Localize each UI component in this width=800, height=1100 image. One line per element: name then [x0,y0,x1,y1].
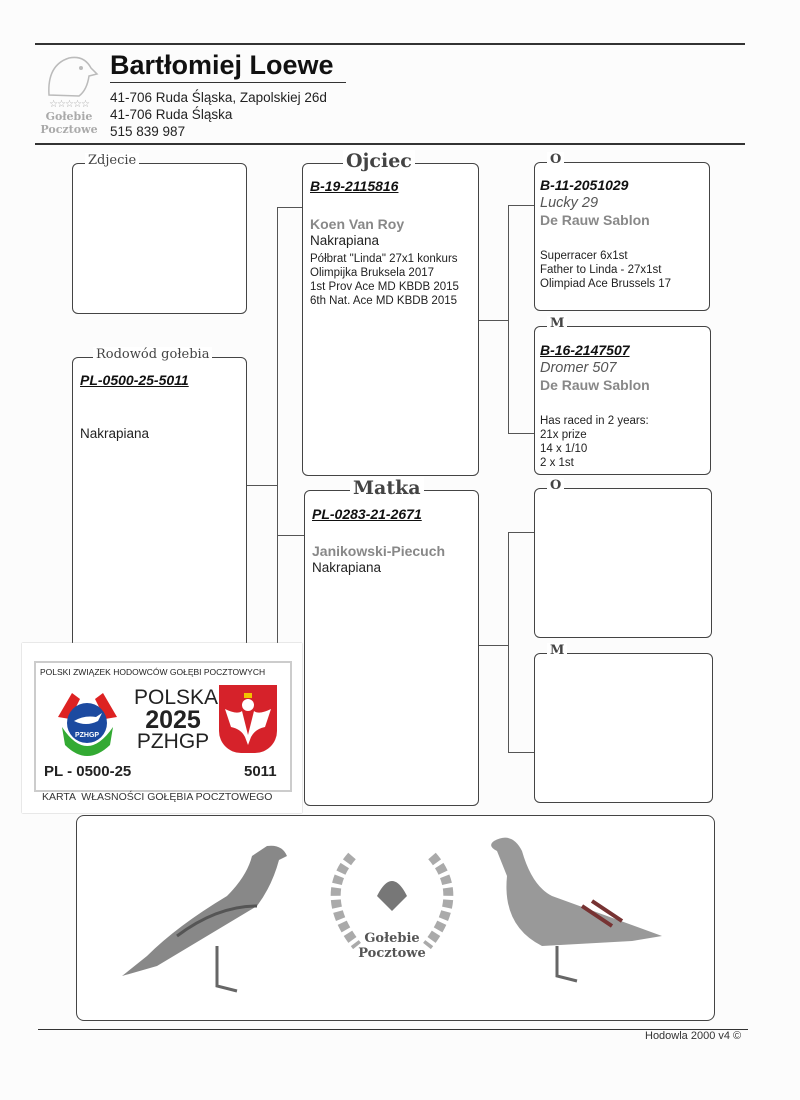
pzhgp-logo: PZHGP [50,687,125,767]
father-mother-box: M B-16-2147507 Dromer 507 De Rauw Sablon… [534,316,711,475]
connector [478,645,508,647]
card-year: 2025 [145,706,201,734]
footer-text: Hodowla 2000 v4 © [645,1030,742,1042]
note: Olimpiad Ace Brussels 17 [540,278,672,290]
mother-legend: Matka [350,477,424,499]
connector [508,752,534,754]
note: Father to Linda - 27x1st [540,264,662,276]
card-country: POLSKA [134,686,219,709]
card-title: POLSKA 2025 PZHGP [134,686,219,753]
photo-legend: Zdjecie [85,153,140,168]
connector [246,485,277,487]
pigeon-right-illustration [491,837,662,983]
father-color: Nakrapiana [310,233,380,248]
mother-color: Nakrapiana [312,560,382,575]
pigeon-ring: PL-0500-25-5011 [80,372,189,388]
note: Has raced in 2 years: [540,415,649,427]
ff-breeder: De Rauw Sablon [540,212,650,228]
connector [478,320,508,322]
note: Olimpijka Bruksela 2017 [310,267,435,279]
pigeon-box: Rodowód gołebia PL-0500-25-5011 Nakrapia… [72,347,247,657]
note: Superracer 6x1st [540,250,628,262]
note: 21x prize [540,429,587,441]
card-abbr: PZHGP [136,730,210,753]
laurel-wreath-icon [330,852,454,950]
card-frame [34,661,292,792]
card-ring-number: 5011 [244,763,277,780]
polish-eagle-emblem [219,685,277,753]
fm-ring: B-16-2147507 [540,342,630,358]
fm-name: Dromer 507 [540,360,617,376]
pzhgp-logo-text: PZHGP [75,732,99,739]
note: 2 x 1st [540,457,574,469]
photo-box: Zdjecie [72,153,247,314]
fm-legend: M [547,316,568,331]
ff-legend: O [547,152,565,167]
header-bottom-rule [35,143,745,145]
note: 14 x 1/10 [540,443,588,455]
connector [508,433,534,435]
laurel-emblem: Gołebie Pocztowe [312,836,472,1006]
banner-text-2: Pocztowe [358,946,426,961]
mother-box: Matka PL-0283-21-2671 Janikowski-Piecuch… [304,477,479,806]
card-ring-prefix: PL - 0500-25 [44,763,132,780]
father-box: Ojciec B-19-2115816 Koen Van Roy Nakrapi… [302,150,479,476]
phone: 515 839 987 [110,124,186,139]
note: Półbrat "Linda" 27x1 konkurs [310,253,458,265]
pigeon-color: Nakrapiana [80,426,150,441]
pigeon-left-illustration [122,845,287,993]
mother-breeder: Janikowski-Piecuch [312,543,446,559]
ff-name: Lucky 29 [540,195,599,211]
connector [277,535,304,537]
pigeon-legend: Rodowód gołebia [93,347,213,362]
address-line-2: 41-706 Ruda Śląska [110,107,233,122]
banner-text-1: Gołebie [364,931,420,946]
footer-rule [38,1029,748,1030]
fm-notes: Has raced in 2 years: 21x prize 14 x 1/10 2… [540,414,649,470]
header-top-rule [35,43,745,45]
connector [508,532,534,534]
connector [277,207,302,209]
card-org: POLSKI ZWIĄZEK HODOWCÓW GOŁĘBI POCZTOWYC… [40,667,266,677]
ff-ring: B-11-2051029 [540,177,629,193]
father-father-box: O B-11-2051029 Lucky 29 De Rauw Sablon S… [534,152,710,311]
fm-breeder: De Rauw Sablon [540,377,650,393]
father-breeder: Koen Van Roy [310,216,405,232]
pigeon-banner: Gołebie Pocztowe [76,815,715,1021]
mother-mother-box: M [534,643,713,803]
mother-ring: PL-0283-21-2671 [312,506,422,522]
mm-legend: M [547,643,568,658]
connector [508,532,510,753]
breeder-contact: 41-706 Ruda Śląska, Zapolskiej 26d 41-70… [110,89,327,140]
connector [508,205,510,434]
mother-father-box: O [534,478,712,638]
connector [277,207,279,643]
card-caption: KARTA WŁASNOŚCI GOŁĘBIA POCZTOWEGO [42,791,273,803]
ownership-card: POLSKI ZWIĄZEK HODOWCÓW GOŁĘBI POCZTOWYC… [22,643,302,813]
connector [508,205,534,207]
address-line-1: 41-706 Ruda Śląska, Zapolskiej 26d [110,90,327,105]
mf-legend: O [547,478,565,493]
note: 6th Nat. Ace MD KBDB 2015 [310,295,458,307]
note: 1st Prov Ace MD KBDB 2015 [310,281,459,293]
logo: ☆☆☆☆☆ Gołebie Pocztowe [34,50,104,140]
breeder-name: Bartłomiej Loewe [110,50,346,83]
pigeon-head-icon [48,56,99,97]
father-legend: Ojciec [343,150,415,172]
father-ring: B-19-2115816 [310,178,399,194]
